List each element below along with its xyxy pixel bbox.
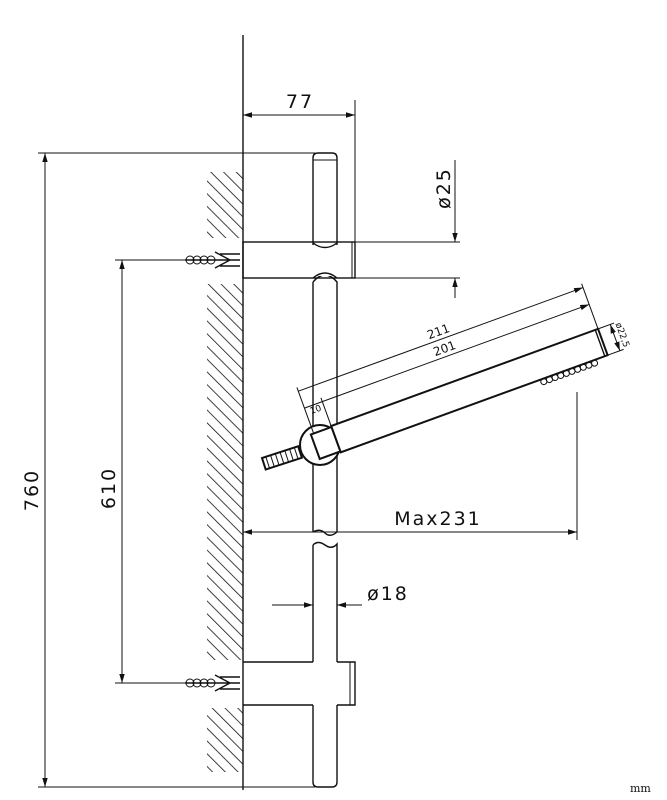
total-height-label: 760 bbox=[21, 469, 43, 511]
dimension-610: 610 bbox=[98, 259, 185, 684]
length-10-label: 10 bbox=[309, 404, 323, 417]
bottom-wall-bracket bbox=[243, 661, 356, 706]
wall bbox=[200, 35, 244, 790]
top-wall-anchor bbox=[185, 251, 240, 269]
hand-shower: 211 201 10 ø22,5 bbox=[260, 283, 631, 471]
diameter-22-5-label: ø22,5 bbox=[613, 321, 631, 348]
bracket-diameter-label: ø25 bbox=[433, 167, 455, 209]
top-wall-bracket bbox=[242, 241, 460, 279]
dimension-77: 77 bbox=[243, 91, 356, 242]
max-projection-label: Max231 bbox=[394, 508, 482, 530]
dimension-max-231: Max231 bbox=[243, 392, 578, 540]
dimension-diameter-18: ø18 bbox=[272, 583, 409, 608]
rail-diameter-label: ø18 bbox=[367, 583, 409, 605]
wall-offset-label: 77 bbox=[286, 91, 314, 113]
dimension-760: 760 bbox=[21, 152, 315, 788]
unit-label: mm bbox=[630, 782, 651, 795]
dimension-diameter-25: ø25 bbox=[433, 160, 458, 298]
bottom-wall-anchor bbox=[185, 674, 240, 692]
bracket-spacing-label: 610 bbox=[98, 467, 120, 509]
